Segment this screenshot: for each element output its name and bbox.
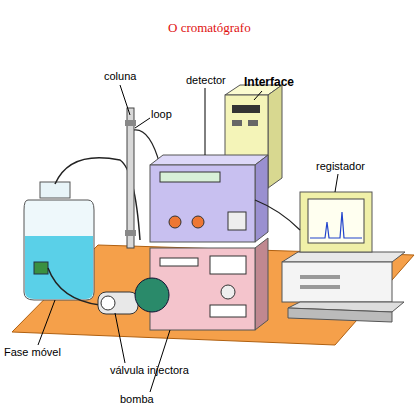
leader-lines [38, 85, 338, 392]
diagram-title: O cromatógrafo [168, 20, 251, 36]
pump-unit [150, 238, 268, 330]
injector-valve [98, 278, 169, 314]
recorder-computer [282, 192, 405, 322]
part-label: loop [151, 108, 172, 120]
part-label: registador [316, 160, 365, 172]
part-label: coluna [104, 70, 136, 82]
mobile-phase-bottle [24, 158, 140, 305]
part-label: Fase móvel [4, 346, 61, 358]
detector-unit [150, 155, 268, 242]
part-label: válvula injectora [110, 364, 189, 376]
part-label: bomba [120, 393, 154, 405]
part-label: detector [186, 74, 226, 86]
part-label: Interface [244, 76, 294, 89]
